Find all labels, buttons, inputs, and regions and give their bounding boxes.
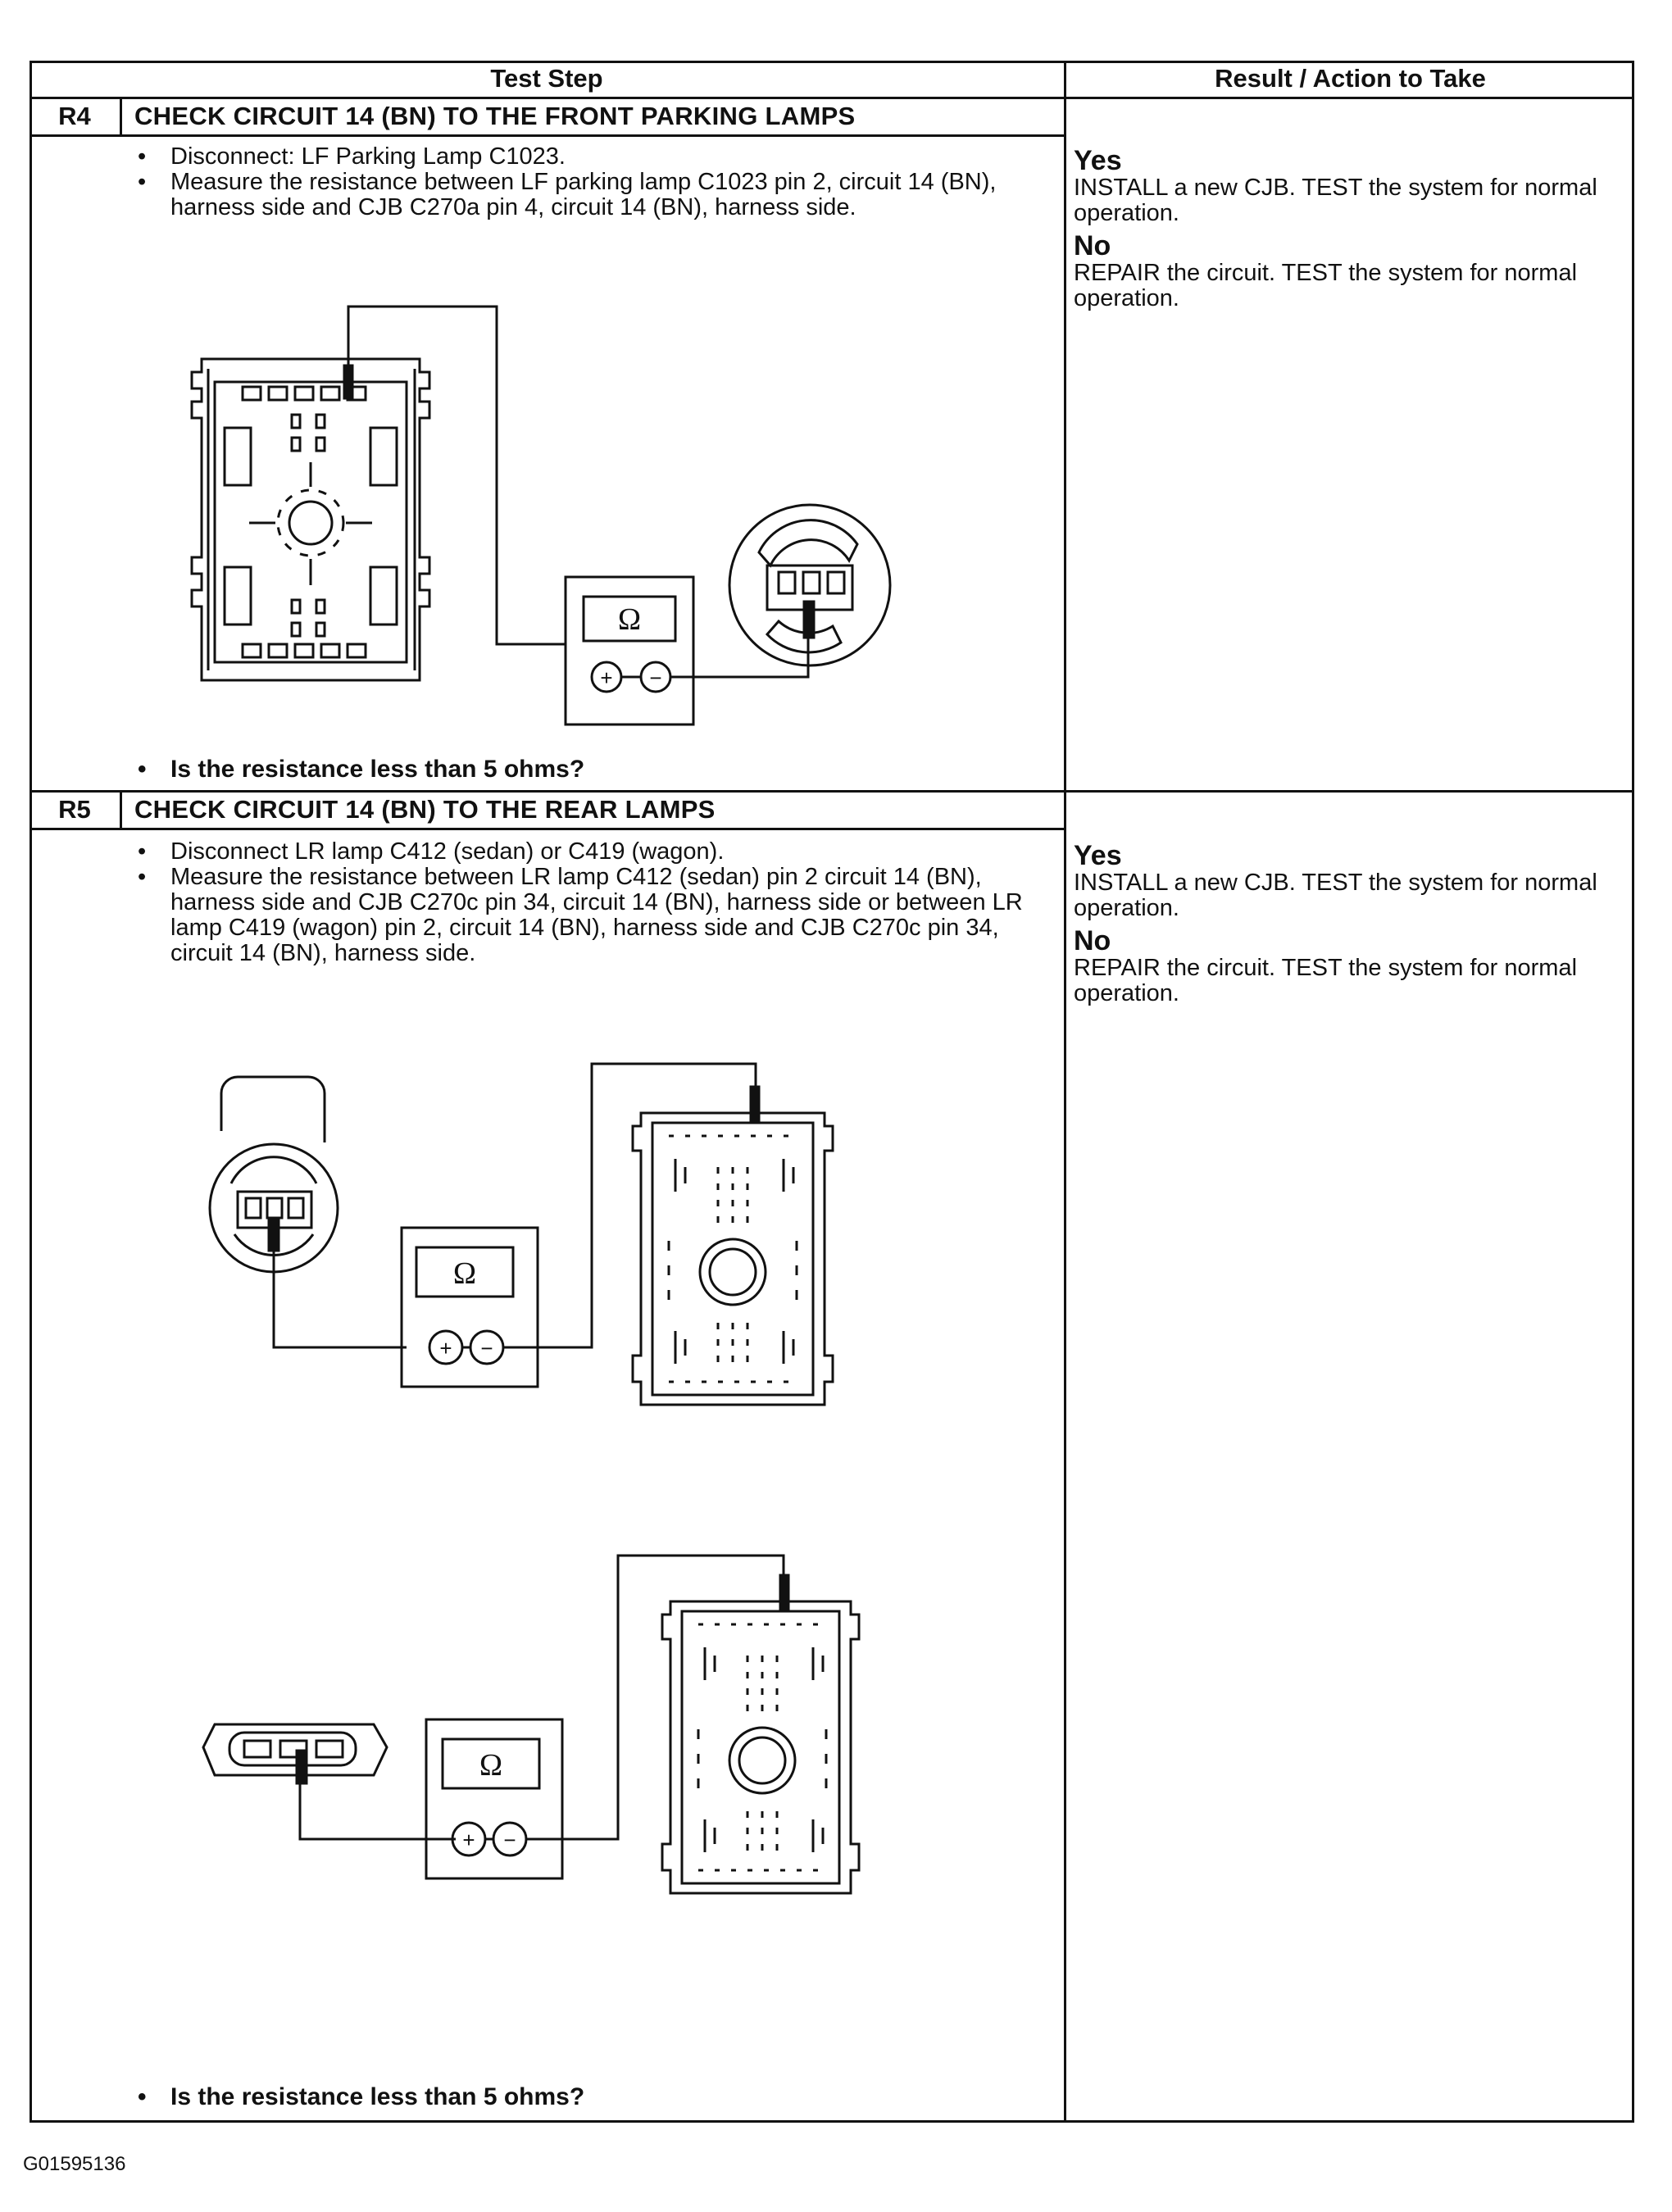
r4-question: Is the resistance less than 5 ohms? <box>128 756 584 784</box>
r5-question: Is the resistance less than 5 ohms? <box>128 2083 584 2111</box>
list-item: Measure the resistance between LF parkin… <box>128 170 1046 220</box>
yes-action: INSTALL a new CJB. TEST the system for n… <box>1074 175 1597 226</box>
minus-terminal: − <box>480 1336 493 1360</box>
cjb-connector-c270a <box>190 357 431 682</box>
section-divider <box>30 790 1634 793</box>
yes-action: INSTALL a new CJB. TEST the system for n… <box>1074 870 1597 921</box>
probe-tip <box>749 1085 761 1123</box>
probe-tip <box>295 1749 308 1785</box>
r4-id-divider <box>120 97 122 136</box>
ohm-symbol: Ω <box>453 1256 476 1291</box>
r5-result: Yes INSTALL a new CJB. TEST the system f… <box>1074 841 1631 1011</box>
table-border <box>30 61 1634 2123</box>
r5-instructions: Disconnect LR lamp C412 (sedan) or C419 … <box>128 839 1038 966</box>
probe-tip <box>267 1218 280 1252</box>
probe-tip <box>802 600 816 639</box>
header-test-step: Test Step <box>490 64 603 93</box>
minus-terminal: − <box>503 1828 516 1852</box>
ohmmeter <box>425 1718 564 1880</box>
list-item: Disconnect LR lamp C412 (sedan) or C419 … <box>128 839 1038 865</box>
lr-lamp-c419 <box>202 1723 388 1777</box>
step-id-r5: R5 <box>58 795 91 824</box>
ohmmeter <box>400 1226 539 1388</box>
no-label: No <box>1074 230 1111 261</box>
ohm-symbol: Ω <box>618 602 641 637</box>
r4-title-rule <box>30 134 1064 137</box>
no-label: No <box>1074 925 1111 956</box>
plus-terminal: + <box>462 1828 475 1852</box>
header-rule <box>30 97 1634 99</box>
step-title-r5: CHECK CIRCUIT 14 (BN) TO THE REAR LAMPS <box>134 795 716 824</box>
no-action: REPAIR the circuit. TEST the system for … <box>1074 260 1578 311</box>
no-action: REPAIR the circuit. TEST the system for … <box>1074 955 1578 1006</box>
step-title-r4: CHECK CIRCUIT 14 (BN) TO THE FRONT PARKI… <box>134 102 856 130</box>
list-item: Disconnect: LF Parking Lamp C1023. <box>128 144 1046 170</box>
r4-result: Yes INSTALL a new CJB. TEST the system f… <box>1074 146 1631 316</box>
r4-instructions: Disconnect: LF Parking Lamp C1023. Measu… <box>128 144 1046 220</box>
minus-terminal: − <box>649 665 661 690</box>
ohm-symbol: Ω <box>479 1748 502 1783</box>
plus-terminal: + <box>600 665 612 690</box>
cjb-connector-c270c-wagon <box>661 1600 861 1895</box>
r5-sedan-wiring-diagram: Ω + − <box>202 1062 861 1895</box>
figure-code: G01595136 <box>23 2153 126 2175</box>
yes-label: Yes <box>1074 840 1122 871</box>
ohmmeter <box>564 575 695 726</box>
probe-tip <box>779 1574 790 1611</box>
column-divider <box>1064 61 1066 2123</box>
step-id-r4: R4 <box>58 102 91 130</box>
cjb-connector-c270c-sedan <box>631 1111 834 1406</box>
header-result-action: Result / Action to Take <box>1215 64 1486 93</box>
test-step-table: Test Step Result / Action to Take R4 CHE… <box>30 61 1634 2123</box>
r5-title-rule <box>30 828 1064 830</box>
plus-terminal: + <box>439 1336 452 1360</box>
yes-label: Yes <box>1074 145 1122 176</box>
r4-wiring-diagram: Ω + − <box>190 305 892 726</box>
r5-id-divider <box>120 790 122 829</box>
list-item: Measure the resistance between LR lamp C… <box>128 865 1038 966</box>
